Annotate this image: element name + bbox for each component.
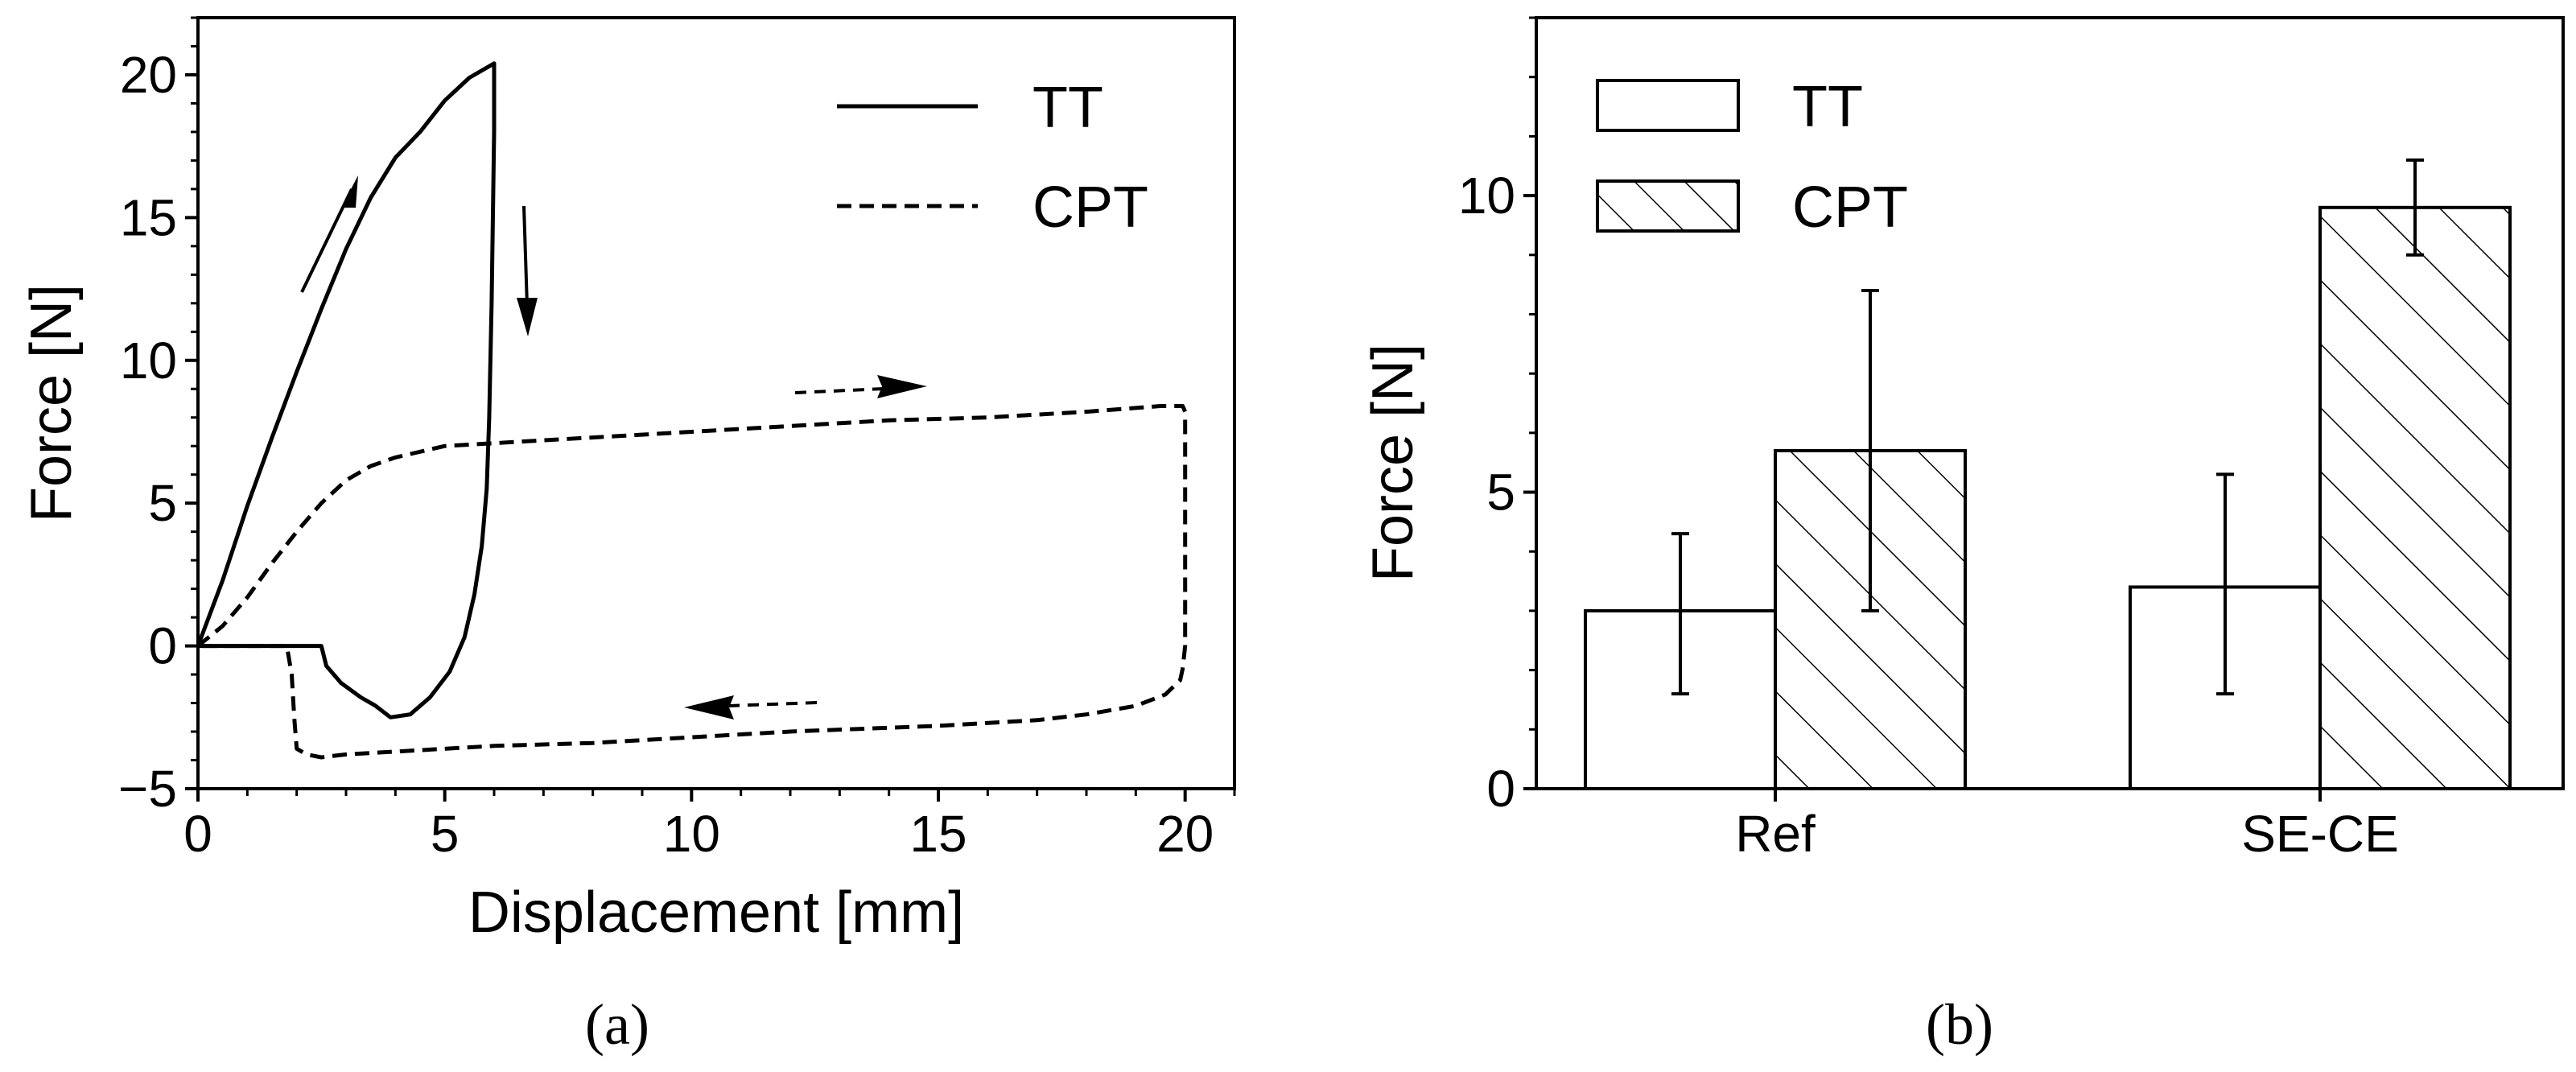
- x-tick-label-a: 0: [183, 805, 212, 863]
- loading-arrowhead-icon: [341, 175, 358, 208]
- unloading-arrowhead-icon: [517, 298, 538, 336]
- plot-b-bars: [1584, 158, 2512, 791]
- y-tick-label-a: 20: [120, 46, 177, 104]
- x-tick-label-a: 10: [663, 805, 720, 863]
- legend-b-cpt-swatch: [1596, 179, 1740, 233]
- y-tick-label-a: 0: [148, 617, 177, 675]
- panel-b-caption: (b): [1926, 992, 1993, 1057]
- legend-b-tt-swatch: [1596, 79, 1740, 132]
- y-tick-label-a: 15: [120, 188, 177, 246]
- y-tick-label-a: 5: [148, 474, 177, 532]
- legend-a-tt-label: TT: [1032, 76, 1103, 140]
- cpt-return-arrow-icon: [728, 701, 818, 707]
- plot-b-ylabel: Force [N]: [1361, 344, 1425, 582]
- x-tick-label-a: 5: [431, 805, 460, 863]
- series-line-cpt: [196, 404, 1188, 760]
- x-tick-label-a: 20: [1156, 805, 1214, 863]
- plot-a-ylabel: Force [N]: [19, 284, 84, 522]
- plot-b-frame: [1535, 16, 2565, 790]
- x-tick-label-a: 15: [909, 805, 967, 863]
- cpt-return-arrowhead-icon: [684, 695, 734, 719]
- unloading-arrow-icon: [522, 205, 529, 307]
- bar-cpt-se-ce: [2318, 205, 2512, 791]
- series-line-tt: [196, 61, 497, 719]
- y-tick-label-b: 10: [1458, 167, 1515, 225]
- plot-b-legend: TT CPT: [1596, 75, 1908, 240]
- plot-a-legend: TT CPT: [837, 76, 1148, 240]
- x-tick-label-b: SE-CE: [2241, 805, 2399, 863]
- legend-a-cpt-label: CPT: [1032, 175, 1148, 240]
- y-tick-label-b: 0: [1486, 760, 1515, 818]
- plot-a-frame: [196, 16, 1236, 790]
- y-tick-label-a: −5: [118, 760, 177, 818]
- cpt-forward-arrow-icon: [794, 387, 884, 394]
- cpt-forward-arrowhead-icon: [877, 375, 927, 398]
- plot-a-direction-arrows: [300, 175, 927, 719]
- plot-a-xlabel: Displacement [mm]: [468, 880, 964, 945]
- plot-a-series: [196, 61, 1188, 760]
- legend-b-cpt-label: CPT: [1792, 175, 1908, 240]
- legend-b-tt-label: TT: [1792, 75, 1863, 139]
- panel-a-caption: (a): [585, 992, 649, 1057]
- x-tick-label-b: Ref: [1735, 805, 1816, 863]
- y-tick-label-a: 10: [120, 332, 177, 390]
- y-tick-label-b: 5: [1486, 464, 1515, 522]
